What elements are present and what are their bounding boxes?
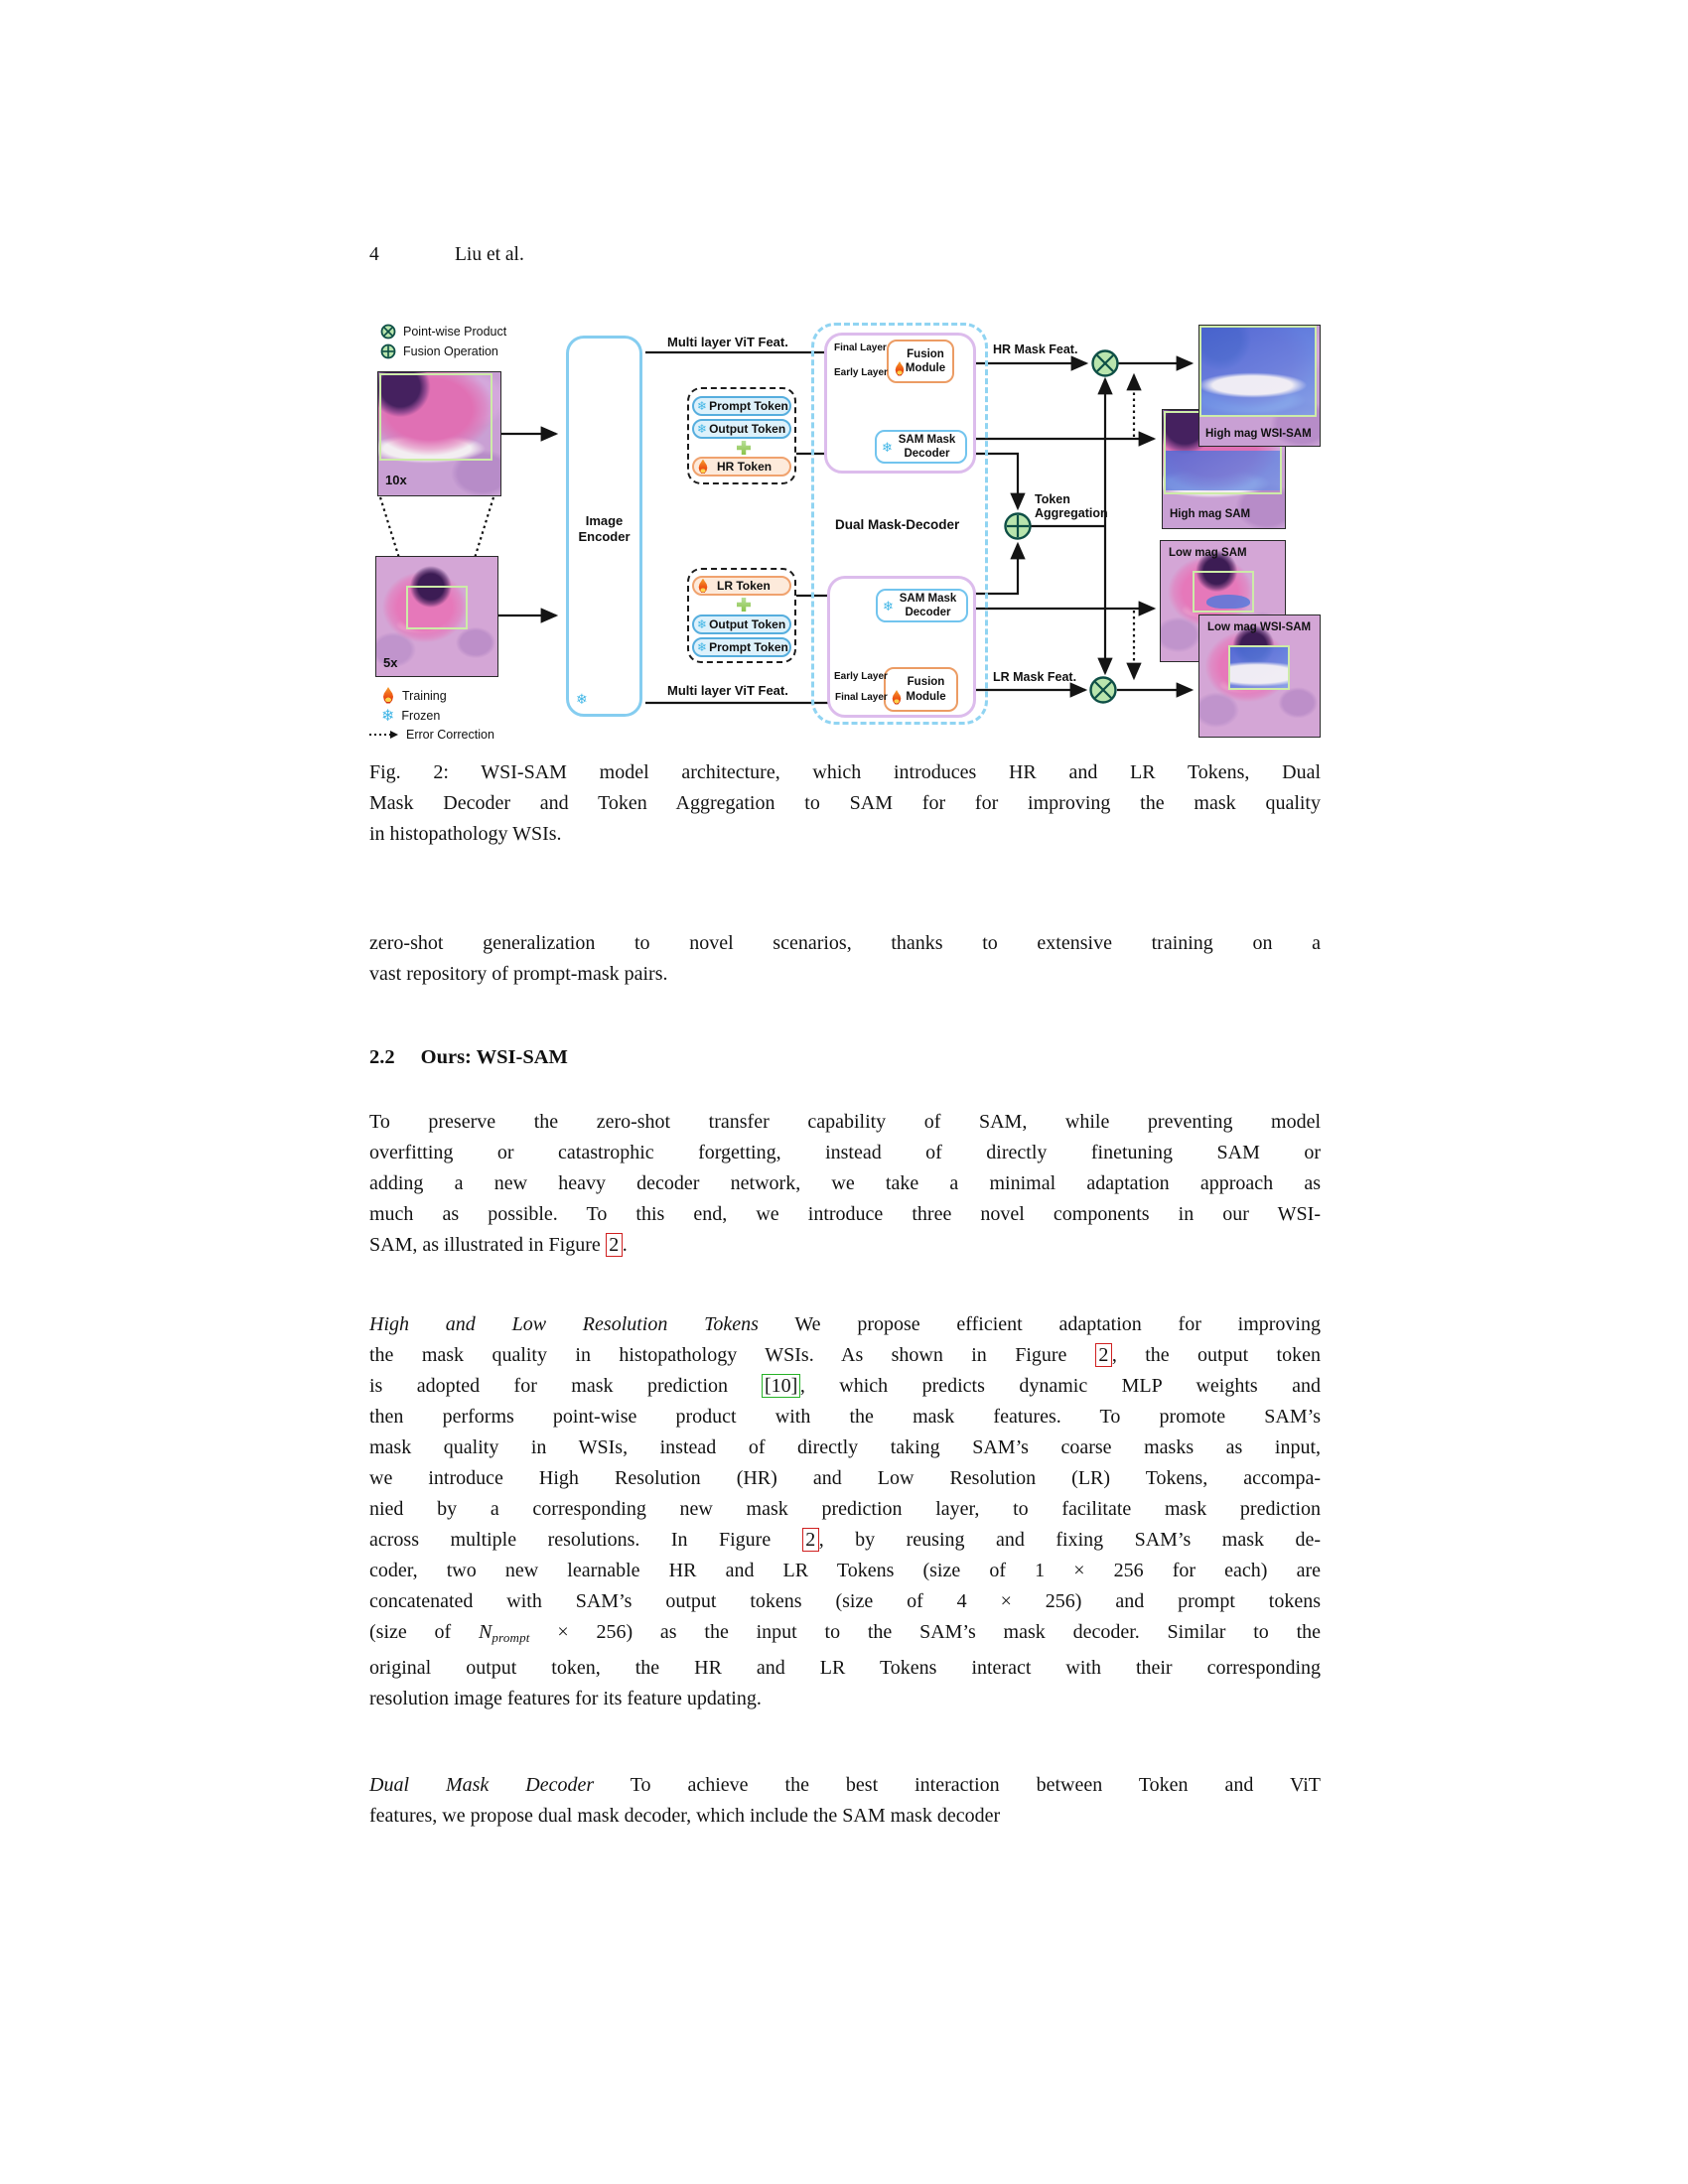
mask-region (1199, 326, 1317, 417)
output-label: Low mag WSI-SAM (1207, 621, 1312, 633)
section-number: 2.2 (369, 1046, 395, 1068)
figure-2-diagram: Point-wise Product Fusion Operation 10x … (0, 0, 1688, 774)
magnification-label: 5x (383, 655, 398, 670)
snowflake-icon: ❄ (697, 617, 708, 631)
mask-region (1166, 451, 1280, 490)
legend-error-correction: Error Correction (369, 728, 494, 742)
hr-mask-feat-label: HR Mask Feat. (993, 342, 1078, 356)
citation-link[interactable]: [10] (762, 1374, 800, 1398)
concat-plus-icon (737, 441, 751, 455)
snowflake-icon: ❄ (882, 441, 893, 456)
paragraph: zero-shot generalization to novel scenar… (369, 932, 1321, 985)
input-image-5x: 5x (375, 556, 498, 677)
snowflake-icon: ❄ (381, 706, 395, 725)
figure-caption: Fig. 2: WSI-SAM model architecture, whic… (369, 761, 1321, 845)
token-label: Prompt Token (709, 640, 788, 654)
dual-mask-decoder-label: Dual Mask-Decoder (835, 517, 960, 532)
mask-box (1164, 411, 1282, 494)
page-number: 4 (369, 244, 379, 265)
early-layer-label: Early Layer (834, 367, 888, 378)
figure-reference-link[interactable]: 2 (1094, 1343, 1112, 1367)
legend-label: Point-wise Product (403, 325, 507, 339)
mask-box (1193, 571, 1254, 613)
output-label: High mag SAM (1170, 508, 1251, 520)
output-token-chip: ❄ Output Token (692, 614, 791, 634)
token-label: HR Token (717, 460, 773, 474)
token-label: Output Token (709, 617, 786, 631)
legend-pointwise-product: Point-wise Product (380, 324, 506, 340)
prompt-token-chip: ❄ Prompt Token (692, 637, 791, 657)
legend-label: Frozen (401, 709, 441, 723)
concat-plus-icon (737, 598, 751, 612)
flame-icon (892, 690, 902, 705)
mask-region (1228, 645, 1290, 690)
snowflake-icon: ❄ (883, 600, 894, 614)
input-image-10x: 10x (377, 371, 501, 496)
paragraph: Dual Mask Decoder To achieve the best in… (369, 1774, 1321, 1827)
crop-box (379, 373, 492, 461)
oplus-icon (380, 343, 396, 359)
flame-icon (382, 687, 394, 704)
hr-token-chip: HR Token (692, 457, 791, 477)
running-head: Liu et al. (455, 244, 524, 265)
section-heading: 2.2 Ours: WSI-SAM (369, 1046, 568, 1069)
flame-icon (698, 578, 708, 594)
output-low-mag-wsi-sam: Low mag WSI-SAM (1198, 614, 1321, 738)
token-label: Output Token (709, 422, 786, 436)
otimes-icon (380, 324, 396, 340)
lr-token-chip: LR Token (692, 576, 791, 596)
paragraph: To preserve the zero-shot transfer capab… (369, 1111, 1321, 1257)
token-label: LR Token (717, 579, 771, 593)
vit-feat-label-bottom: Multi layer ViT Feat. (667, 683, 788, 698)
section-title: Ours: WSI-SAM (420, 1046, 568, 1068)
prompt-token-chip: ❄ Prompt Token (692, 396, 791, 416)
dual-mask-decoder-box (811, 323, 988, 725)
legend-fusion-operation: Fusion Operation (380, 343, 498, 359)
early-layer-label: Early Layer (834, 671, 888, 682)
figure-reference-link[interactable]: 2 (801, 1528, 819, 1552)
flame-icon (895, 361, 905, 376)
output-high-mag-wsi-sam: High mag WSI-SAM (1198, 325, 1321, 447)
output-low-mag-sam: Low mag SAM (1160, 540, 1286, 662)
paragraph: High and Low Resolution Tokens We propos… (369, 1313, 1321, 1709)
snowflake-icon: ❄ (697, 399, 708, 413)
output-high-mag-sam: High mag SAM (1162, 409, 1286, 529)
crop-box (406, 586, 468, 629)
flame-icon (698, 459, 708, 475)
vit-feat-label-top: Multi layer ViT Feat. (667, 335, 788, 349)
token-label: Prompt Token (709, 399, 788, 413)
legend-training: Training (381, 687, 447, 704)
output-label: Low mag SAM (1169, 547, 1247, 559)
magnification-label: 10x (385, 473, 407, 487)
legend-label: Training (402, 688, 447, 703)
legend-frozen: ❄ Frozen (381, 708, 440, 724)
mask-region (1206, 595, 1250, 609)
lr-mask-feat-label: LR Mask Feat. (993, 670, 1077, 684)
snowflake-icon: ❄ (576, 692, 588, 708)
figure-reference-link[interactable]: 2 (605, 1233, 623, 1257)
legend-label: Error Correction (406, 728, 494, 742)
output-token-chip: ❄ Output Token (692, 419, 791, 439)
snowflake-icon: ❄ (697, 640, 708, 654)
final-layer-label: Final Layer (835, 692, 888, 703)
lr-token-group: LR Token ❄ Output Token ❄ Prompt Token (687, 568, 796, 663)
final-layer-label: Final Layer (834, 342, 887, 353)
snowflake-icon: ❄ (697, 422, 708, 436)
hr-token-group: ❄ Prompt Token ❄ Output Token HR Token (687, 387, 796, 484)
output-label: High mag WSI-SAM (1205, 428, 1312, 440)
legend-label: Fusion Operation (403, 344, 498, 358)
dotted-arrow-icon (369, 731, 398, 739)
